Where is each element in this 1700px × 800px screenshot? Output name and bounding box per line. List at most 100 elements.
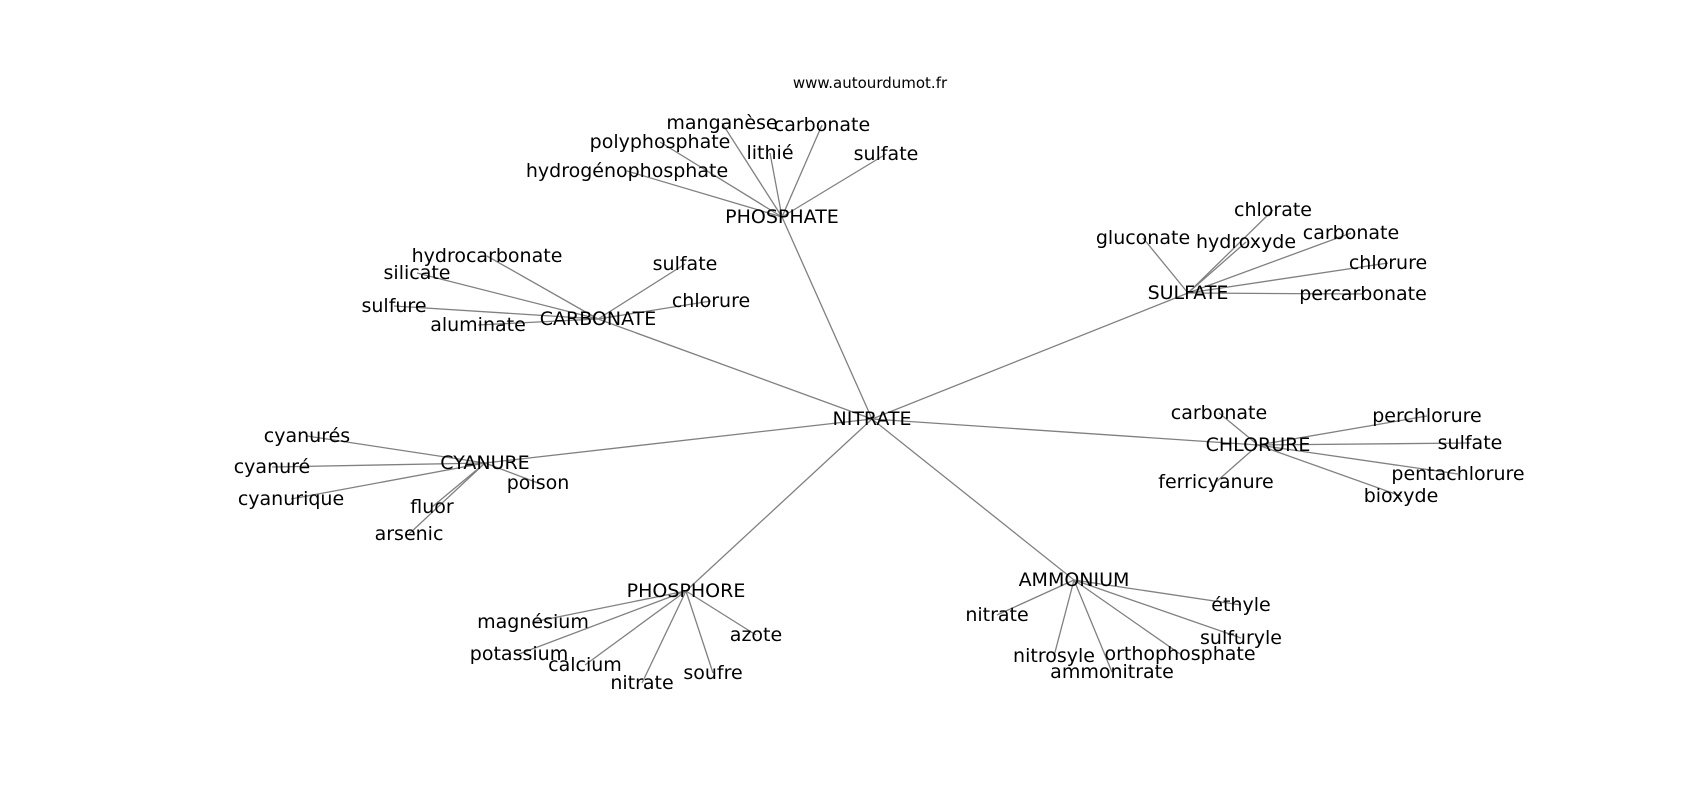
- leaf-node[interactable]: ferricyanure: [1158, 471, 1273, 493]
- leaf-node[interactable]: chlorure: [1349, 252, 1427, 274]
- edge-sulfate-child: [1187, 262, 1389, 294]
- edge-carbonate-child: [393, 305, 599, 320]
- leaf-node[interactable]: sulfate: [653, 253, 718, 275]
- edge-phosphate-child: [769, 152, 783, 218]
- edge-chlorure-child: [1257, 444, 1402, 497]
- leaf-node[interactable]: perchlorure: [1372, 405, 1481, 427]
- leaf-node[interactable]: éthyle: [1211, 594, 1270, 616]
- edge-phosphate-child: [721, 122, 783, 218]
- edge-sulfate-child: [1187, 232, 1352, 294]
- leaf-node[interactable]: chlorate: [1234, 199, 1312, 221]
- edge-chlorure-child: [1257, 442, 1471, 446]
- leaf-node[interactable]: polyphosphate: [590, 131, 731, 153]
- edge-carbonate-child: [597, 263, 686, 320]
- edge-cyanure-child: [306, 435, 486, 464]
- edge-center-ammonium: [871, 418, 1075, 581]
- edge-carbonate-child: [486, 255, 599, 320]
- graph-edges: [271, 122, 1471, 684]
- edge-phosphate-child: [781, 153, 887, 218]
- edge-phosphate-child: [659, 141, 783, 218]
- leaf-node[interactable]: pentachlorure: [1391, 463, 1524, 485]
- site-watermark: www.autourdumot.fr: [793, 74, 948, 92]
- edge-center-cyanure: [484, 418, 873, 464]
- edge-center-phosphate: [781, 216, 873, 420]
- leaf-node[interactable]: calcium: [548, 654, 622, 676]
- edge-center-chlorure: [871, 418, 1259, 446]
- edge-cyanure-child: [271, 462, 486, 468]
- leaf-node[interactable]: aluminate: [430, 314, 526, 336]
- edge-ammonium-child: [1073, 579, 1181, 655]
- leaf-node[interactable]: sulfure: [361, 295, 426, 317]
- edge-phosphore-child: [532, 590, 687, 623]
- leaf-node[interactable]: cyanuré: [234, 456, 311, 478]
- edge-ammonium-child: [1073, 579, 1242, 639]
- leaf-node[interactable]: nitrate: [965, 604, 1028, 626]
- leaf-node[interactable]: cyanurés: [264, 425, 350, 447]
- leaf-node[interactable]: carbonate: [1303, 222, 1399, 244]
- leaf-node[interactable]: nitrosyle: [1013, 645, 1095, 667]
- leaf-node[interactable]: sulfuryle: [1200, 627, 1282, 649]
- edge-phosphore-child: [518, 590, 687, 655]
- group-node-ammonium[interactable]: AMMONIUM: [1019, 569, 1130, 591]
- edge-chlorure-child: [1257, 415, 1428, 446]
- edge-phosphore-child: [685, 590, 714, 674]
- edge-sulfate-child: [1187, 241, 1247, 294]
- leaf-node[interactable]: azote: [730, 624, 782, 646]
- group-node-sulfate[interactable]: SULFATE: [1148, 282, 1229, 304]
- edge-phosphate-child: [781, 124, 823, 218]
- edge-phosphore-child: [584, 590, 687, 666]
- leaf-node[interactable]: hydrocarbonate: [412, 245, 563, 267]
- edge-cyanure-child: [484, 462, 539, 484]
- edge-carbonate-child: [477, 318, 599, 326]
- leaf-node[interactable]: fluor: [410, 496, 454, 518]
- group-node-cyanure[interactable]: CYANURE: [440, 452, 529, 474]
- edge-ammonium-child: [1073, 579, 1113, 673]
- edge-sulfate-child: [1142, 237, 1189, 294]
- leaf-node[interactable]: manganèse: [666, 112, 777, 134]
- group-node-phosphate[interactable]: PHOSPHATE: [725, 206, 839, 228]
- leaf-node[interactable]: poison: [507, 472, 570, 494]
- leaf-node[interactable]: percarbonate: [1299, 283, 1427, 305]
- edge-carbonate-child: [597, 300, 712, 320]
- group-node-chlorure[interactable]: CHLORURE: [1206, 434, 1311, 456]
- leaf-node[interactable]: sulfate: [854, 143, 919, 165]
- edge-center-carbonate: [597, 318, 873, 420]
- leaf-node[interactable]: nitrate: [610, 672, 673, 694]
- leaf-node[interactable]: lithié: [746, 142, 793, 164]
- leaf-node[interactable]: magnésium: [477, 611, 589, 633]
- leaf-node[interactable]: hydroxyde: [1196, 231, 1296, 253]
- edge-sulfate-child: [1187, 292, 1364, 295]
- edge-cyanure-child: [408, 462, 486, 535]
- edge-phosphate-child: [626, 170, 783, 218]
- leaf-node[interactable]: chlorure: [672, 290, 750, 312]
- leaf-node[interactable]: sulfate: [1438, 432, 1503, 454]
- edge-phosphore-child: [685, 590, 757, 636]
- leaf-node[interactable]: cyanurique: [238, 488, 344, 510]
- leaf-node[interactable]: carbonate: [1171, 402, 1267, 424]
- leaf-node[interactable]: arsenic: [375, 523, 444, 545]
- edge-cyanure-child: [431, 462, 486, 508]
- center-node[interactable]: NITRATE: [833, 408, 912, 430]
- edge-ammonium-child: [996, 579, 1075, 616]
- edge-chlorure-child: [1257, 444, 1459, 475]
- leaf-node[interactable]: carbonate: [774, 114, 870, 136]
- leaf-node[interactable]: ammonitrate: [1050, 661, 1174, 683]
- edge-center-phosphore: [685, 418, 873, 592]
- group-node-phosphore[interactable]: PHOSPHORE: [627, 580, 746, 602]
- leaf-node[interactable]: gluconate: [1096, 227, 1190, 249]
- graph-labels: www.autourdumot.fr NITRATE PHOSPHATE manga…: [234, 74, 1525, 694]
- edge-chlorure-child: [1218, 412, 1259, 446]
- edge-phosphore-child: [641, 590, 687, 684]
- leaf-node[interactable]: hydrogénophosphate: [526, 160, 728, 182]
- group-node-carbonate[interactable]: CARBONATE: [540, 308, 656, 330]
- edge-chlorure-child: [1215, 444, 1259, 483]
- leaf-node[interactable]: bioxyde: [1364, 485, 1439, 507]
- leaf-node[interactable]: silicate: [384, 262, 451, 284]
- leaf-node[interactable]: orthophosphate: [1104, 643, 1255, 665]
- edge-carbonate-child: [416, 272, 599, 320]
- leaf-node[interactable]: soufre: [683, 662, 742, 684]
- edge-sulfate-child: [1187, 209, 1274, 294]
- leaf-node[interactable]: potassium: [470, 643, 568, 665]
- edge-cyanure-child: [290, 462, 486, 500]
